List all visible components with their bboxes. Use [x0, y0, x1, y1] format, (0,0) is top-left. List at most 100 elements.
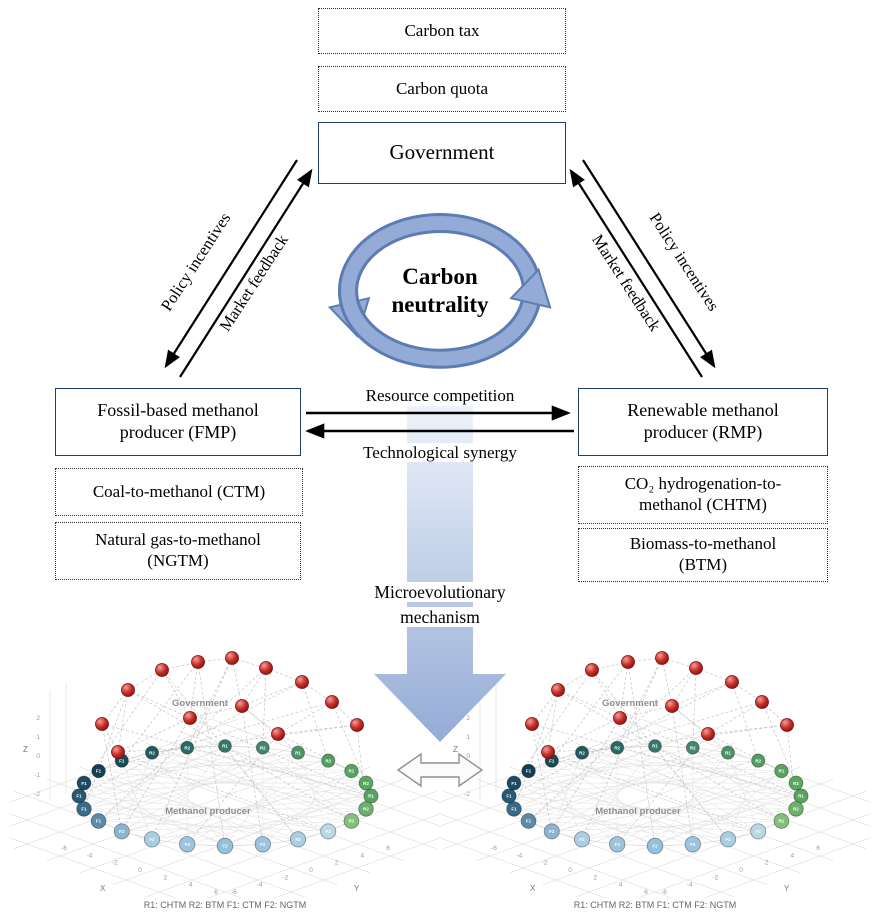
left-policy-incentives-label: Policy incentives	[156, 209, 235, 315]
svg-text:R1: R1	[779, 819, 785, 824]
svg-text:R2: R2	[260, 745, 266, 750]
svg-text:R2: R2	[325, 758, 331, 763]
carbon-tax-box: Carbon tax	[318, 8, 566, 54]
svg-text:6: 6	[816, 845, 820, 852]
svg-text:F1: F1	[96, 769, 102, 774]
right-network-legend: R1: CHTM R2: BTM F1: CTM F2: NGTM	[573, 900, 737, 910]
svg-text:Y: Y	[784, 884, 790, 893]
svg-text:F1: F1	[76, 794, 82, 799]
svg-text:0: 0	[568, 867, 572, 874]
svg-text:0: 0	[466, 753, 470, 760]
microevolutionary-label: Microevolutionary mechanism	[340, 580, 540, 631]
svg-text:6: 6	[214, 889, 218, 896]
svg-text:6: 6	[644, 889, 648, 896]
svg-text:4: 4	[619, 882, 623, 889]
svg-text:F1: F1	[526, 819, 532, 824]
carbon-neutrality-cycle: Carbon neutrality	[327, 213, 552, 369]
svg-text:F1: F1	[81, 807, 87, 812]
right-market-feedback-label: Market feedback	[588, 230, 665, 335]
svg-text:-2: -2	[464, 791, 470, 798]
carbon-quota-box: Carbon quota	[318, 66, 566, 112]
svg-text:F2: F2	[652, 844, 658, 849]
svg-text:R1: R1	[222, 744, 228, 749]
svg-text:0: 0	[739, 867, 743, 874]
ngtm-box: Natural gas-to-methanol (NGTM)	[55, 522, 301, 580]
svg-text:F2: F2	[185, 842, 191, 847]
svg-text:F1: F1	[96, 819, 102, 824]
svg-text:F1: F1	[526, 769, 532, 774]
rmp-box: Renewable methanol producer (RMP)	[578, 388, 828, 456]
svg-text:neutrality: neutrality	[391, 292, 489, 317]
svg-text:-2: -2	[112, 860, 118, 867]
svg-text:F2: F2	[690, 842, 696, 847]
cycle-arrowhead-right	[509, 267, 552, 309]
svg-text:-4: -4	[86, 852, 92, 859]
svg-text:-4: -4	[687, 882, 693, 889]
svg-text:R2: R2	[793, 807, 799, 812]
svg-text:R1: R1	[652, 744, 658, 749]
svg-text:X: X	[100, 884, 106, 893]
microevolutionary-line2: mechanism	[397, 607, 483, 628]
svg-text:R1: R1	[349, 769, 355, 774]
svg-text:-2: -2	[34, 791, 40, 798]
government-box: Government	[318, 122, 566, 184]
svg-text:R2: R2	[793, 781, 799, 786]
ctm-box: Coal-to-methanol (CTM)	[55, 468, 303, 516]
svg-text:2: 2	[335, 860, 339, 867]
svg-text:-2: -2	[542, 860, 548, 867]
resource-competition-label: Resource competition	[310, 386, 570, 406]
svg-text:F2: F2	[756, 829, 762, 834]
svg-text:-6: -6	[61, 845, 67, 852]
svg-text:4: 4	[791, 852, 795, 859]
svg-text:R1: R1	[725, 750, 731, 755]
svg-text:F1: F1	[549, 758, 555, 763]
svg-text:-6: -6	[661, 889, 667, 896]
svg-text:F1: F1	[511, 807, 517, 812]
svg-text:0: 0	[309, 867, 313, 874]
svg-text:F2: F2	[222, 844, 228, 849]
svg-text:0: 0	[36, 753, 40, 760]
svg-text:2: 2	[466, 715, 470, 722]
svg-text:F2: F2	[615, 842, 621, 847]
left-network-legend: R1: CHTM R2: BTM F1: CTM F2: NGTM	[143, 900, 307, 910]
svg-text:-2: -2	[282, 874, 288, 881]
carbon-neutrality-label: Carbon	[402, 264, 478, 289]
svg-text:F2: F2	[579, 837, 585, 842]
svg-text:1: 1	[466, 734, 470, 741]
svg-text:R2: R2	[149, 750, 155, 755]
svg-text:Government: Government	[602, 698, 659, 709]
svg-text:F1: F1	[511, 781, 517, 786]
svg-text:F2: F2	[549, 829, 555, 834]
svg-text:2: 2	[594, 874, 598, 881]
fmp-box: Fossil-based methanol producer (FMP)	[55, 388, 301, 456]
svg-text:F1: F1	[119, 758, 125, 763]
microevolutionary-line1: Microevolutionary	[371, 582, 509, 602]
svg-text:Methanol producer: Methanol producer	[595, 806, 681, 817]
svg-text:-6: -6	[231, 889, 237, 896]
svg-text:-4: -4	[516, 852, 522, 859]
svg-text:R1: R1	[779, 769, 785, 774]
svg-text:4: 4	[189, 882, 193, 889]
svg-text:2: 2	[164, 874, 168, 881]
svg-text:-6: -6	[491, 845, 497, 852]
svg-text:R1: R1	[368, 794, 374, 799]
svg-text:R2: R2	[690, 745, 696, 750]
svg-text:Government: Government	[172, 698, 229, 709]
svg-text:R1: R1	[798, 794, 804, 799]
chtm-box: CO₂ hydrogenation-to-methanol (CHTM)	[578, 466, 828, 524]
svg-text:F1: F1	[81, 781, 87, 786]
btm-box: Biomass-to-methanol (BTM)	[578, 528, 828, 582]
svg-text:2: 2	[36, 715, 40, 722]
svg-text:Z: Z	[453, 745, 458, 754]
svg-text:F2: F2	[326, 829, 332, 834]
svg-text:R2: R2	[755, 758, 761, 763]
svg-text:X: X	[530, 884, 536, 893]
svg-text:Y: Y	[354, 884, 360, 893]
svg-text:R2: R2	[614, 745, 620, 750]
svg-text:4: 4	[361, 852, 365, 859]
svg-text:-1: -1	[34, 772, 40, 779]
svg-text:F1: F1	[506, 794, 512, 799]
